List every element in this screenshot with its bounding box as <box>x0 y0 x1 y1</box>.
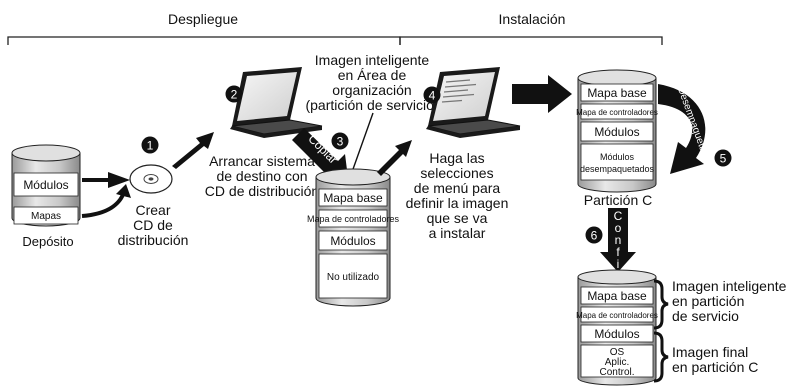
pc-mapa-controladores: Mapa de controladores <box>576 108 658 117</box>
arrow-cylinder-to-laptop <box>377 140 412 176</box>
phase-instalacion-label: Instalación <box>499 11 566 27</box>
service-partition-cylinder: Mapa base Mapa de controladores Módulos … <box>307 168 400 307</box>
step-4-badge <box>423 86 441 104</box>
fin-modulos: Módulos <box>594 327 639 341</box>
haga-line-5: que se va <box>427 210 488 226</box>
imagen-area-line-1: Imagen inteligente <box>315 52 430 68</box>
arrow-mapas-to-cd <box>81 191 126 218</box>
fin-os: OS <box>610 347 625 358</box>
smart-image-line-1: Imagen inteligente <box>672 278 787 294</box>
final-image-line-2: en partición C <box>672 359 758 375</box>
haga-line-6: a instalar <box>429 225 486 241</box>
mid-mapa-base: Mapa base <box>323 191 383 205</box>
pointer-line <box>351 112 374 173</box>
crear-cd-line-3: distribución <box>118 232 189 248</box>
arrow-to-particion-c <box>512 75 572 113</box>
cd-disc-icon <box>129 164 173 194</box>
smart-image-line-2: en partición <box>672 293 744 309</box>
laptop-1-icon <box>230 67 323 138</box>
imagen-area-line-2: en Área de <box>338 67 407 83</box>
step-5-number: 5 <box>720 152 727 166</box>
fin-mapa-base: Mapa base <box>587 289 647 303</box>
deposito-modulos-label: Módulos <box>23 178 68 192</box>
config-letter-5: i <box>617 257 620 271</box>
brace-imagen-inteligente <box>653 279 669 330</box>
step-2-number: 2 <box>231 88 238 102</box>
laptop-2-icon <box>426 67 521 138</box>
phase-despliegue-bracket <box>7 36 401 45</box>
arrow-config <box>600 208 636 272</box>
deposito-cylinder: Módulos Mapas <box>11 144 81 227</box>
crear-cd-line-2: CD de <box>133 217 173 233</box>
imagen-area-line-4: (partición de servicio) <box>305 97 438 113</box>
pc-modulos: Módulos <box>594 125 639 139</box>
final-cylinder: Mapa base Mapa de controladores Módulos … <box>576 269 658 386</box>
particion-c-label: Partición C <box>584 192 652 208</box>
imagen-area-line-3: organización <box>332 82 411 98</box>
pc-mapa-base: Mapa base <box>587 86 647 100</box>
arrow-cd-to-laptop <box>172 132 214 169</box>
phase-despliegue-label: Despliegue <box>168 11 238 27</box>
step-2-badge <box>225 85 243 103</box>
mid-no-utilizado: No utilizado <box>327 272 380 283</box>
fin-aplic: Aplic. <box>605 357 629 368</box>
step-1-badge <box>141 136 159 154</box>
mid-mapa-controladores: Mapa de controladores <box>307 214 400 224</box>
fin-mapa-controladores: Mapa de controladores <box>576 311 658 320</box>
step-6-badge <box>585 226 603 244</box>
haga-line-4: definir la imagen <box>406 195 509 211</box>
step-3-badge <box>331 132 349 150</box>
arrancar-line-1: Arrancar sistema <box>209 153 315 169</box>
arrow-desempaquetar <box>658 84 706 174</box>
arrancar-line-3: CD de distribución <box>205 183 319 199</box>
step-5-badge <box>714 149 732 167</box>
arrow-mapas-head <box>116 184 131 198</box>
config-letter-3: n <box>615 233 622 247</box>
pc-modulos-desempaquetados-2: desempaquetados <box>580 164 655 174</box>
mid-modulos: Módulos <box>330 234 375 248</box>
arrow-modulos-to-cd <box>82 172 130 188</box>
step-4-number: 4 <box>429 89 436 103</box>
crear-cd-line-1: Crear <box>135 202 170 218</box>
step-3-number: 3 <box>337 135 344 149</box>
haga-line-1: Haga las <box>429 150 484 166</box>
config-letter-1: C <box>614 209 623 223</box>
arrancar-line-2: de destino con <box>216 168 307 184</box>
deposito-label: Depósito <box>22 234 73 249</box>
fin-control: Control. <box>599 367 634 378</box>
step-6-number: 6 <box>591 229 598 243</box>
smart-image-line-3: de servicio <box>672 308 739 324</box>
config-letter-4: f <box>616 245 620 259</box>
pc-modulos-desempaquetados-1: Módulos <box>600 152 635 162</box>
phase-instalacion-bracket <box>399 36 663 45</box>
step-1-number: 1 <box>147 139 154 153</box>
final-image-line-1: Imagen final <box>672 344 748 360</box>
particion-c-cylinder: Mapa base Mapa de controladores Módulos … <box>576 69 658 193</box>
config-letter-2: o <box>615 221 622 235</box>
brace-imagen-final <box>653 331 669 383</box>
haga-line-3: de menú para <box>414 180 501 196</box>
haga-line-2: selecciones <box>420 165 493 181</box>
deposito-mapas-label: Mapas <box>31 211 61 222</box>
